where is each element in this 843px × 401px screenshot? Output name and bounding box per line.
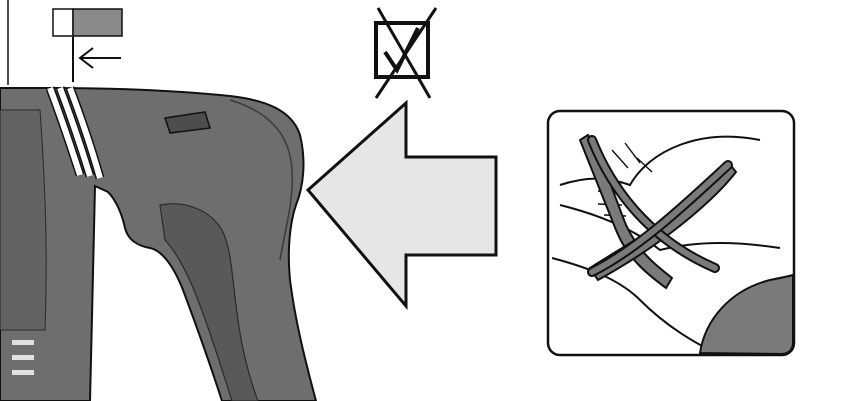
direction-arrow-icon [73, 37, 121, 82]
lock-switch-icon [53, 9, 122, 36]
tool-housing [0, 88, 316, 401]
tool-front-panel [0, 110, 46, 330]
large-direction-arrow-icon [308, 103, 496, 306]
switch-on-segment [73, 9, 122, 36]
switch-off-segment [53, 9, 73, 36]
prohibited-checkbox-icon [376, 8, 436, 98]
rotary-hammer-illustration [0, 88, 316, 401]
prohibited-chisel-icon [548, 111, 794, 355]
